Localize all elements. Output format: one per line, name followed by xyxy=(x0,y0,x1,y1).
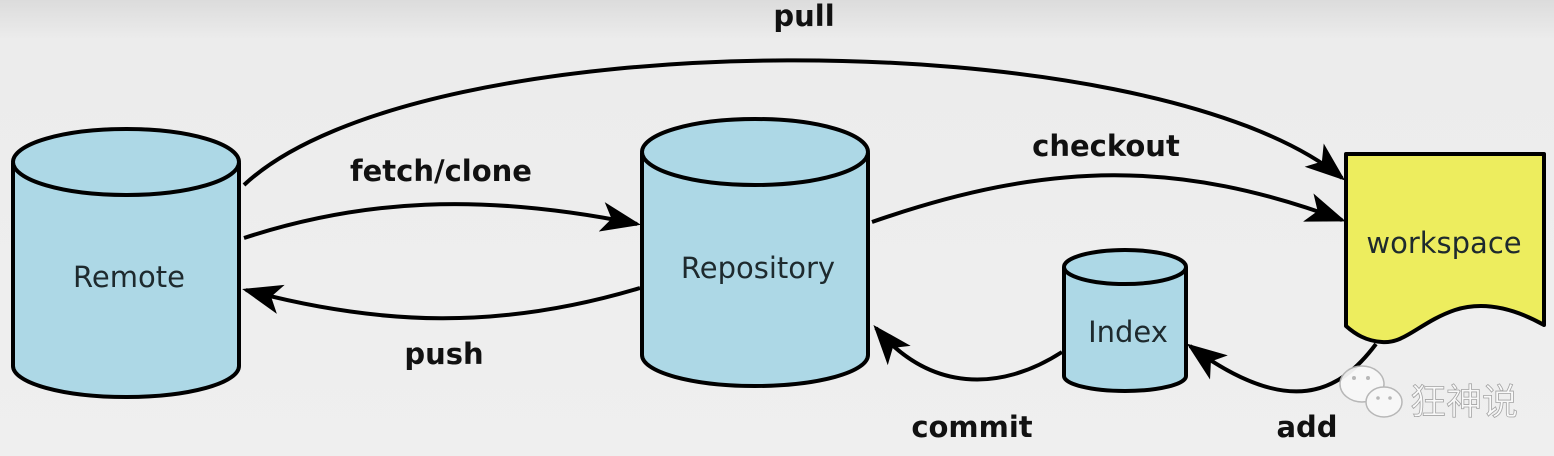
workspace-document-shape xyxy=(1344,152,1546,345)
pull-arrow xyxy=(242,58,1346,187)
commit-arrow xyxy=(873,324,1064,382)
watermark-text: 狂神说 xyxy=(1410,382,1518,423)
edge-add xyxy=(1186,342,1378,394)
edge-checkout xyxy=(871,173,1346,224)
checkout-label: checkout xyxy=(1032,129,1180,163)
index-cylinder-body xyxy=(1062,267,1188,393)
remote-cylinder-body xyxy=(11,163,241,399)
push-arrow xyxy=(242,284,641,321)
node-repository: Repository xyxy=(640,117,870,388)
index-label: Index xyxy=(1088,315,1168,349)
repository-label: Repository xyxy=(681,251,835,285)
node-workspace: workspace xyxy=(1344,152,1546,345)
add-arrow xyxy=(1186,342,1378,394)
index-cylinder-top xyxy=(1062,248,1188,286)
remote-cylinder-top xyxy=(11,127,241,197)
edge-commit xyxy=(873,324,1064,382)
push-label: push xyxy=(404,337,483,371)
wechat-icon xyxy=(1339,365,1403,418)
edge-fetch-clone xyxy=(243,202,641,240)
edge-pull xyxy=(242,58,1346,187)
commit-label: commit xyxy=(911,410,1032,444)
repository-cylinder-top xyxy=(640,117,870,187)
watermark: 狂神说 xyxy=(1339,365,1518,423)
pull-label: pull xyxy=(773,0,834,33)
add-label: add xyxy=(1276,410,1337,444)
fetch-clone-label: fetch/clone xyxy=(350,154,532,188)
checkout-arrow xyxy=(871,173,1346,224)
workspace-label: workspace xyxy=(1366,226,1521,260)
node-index: Index xyxy=(1062,248,1188,393)
remote-label: Remote xyxy=(73,260,185,294)
repository-cylinder-body xyxy=(640,153,870,388)
node-remote: Remote xyxy=(11,127,241,399)
edge-push xyxy=(242,284,641,321)
fetch-clone-arrow xyxy=(243,202,641,240)
